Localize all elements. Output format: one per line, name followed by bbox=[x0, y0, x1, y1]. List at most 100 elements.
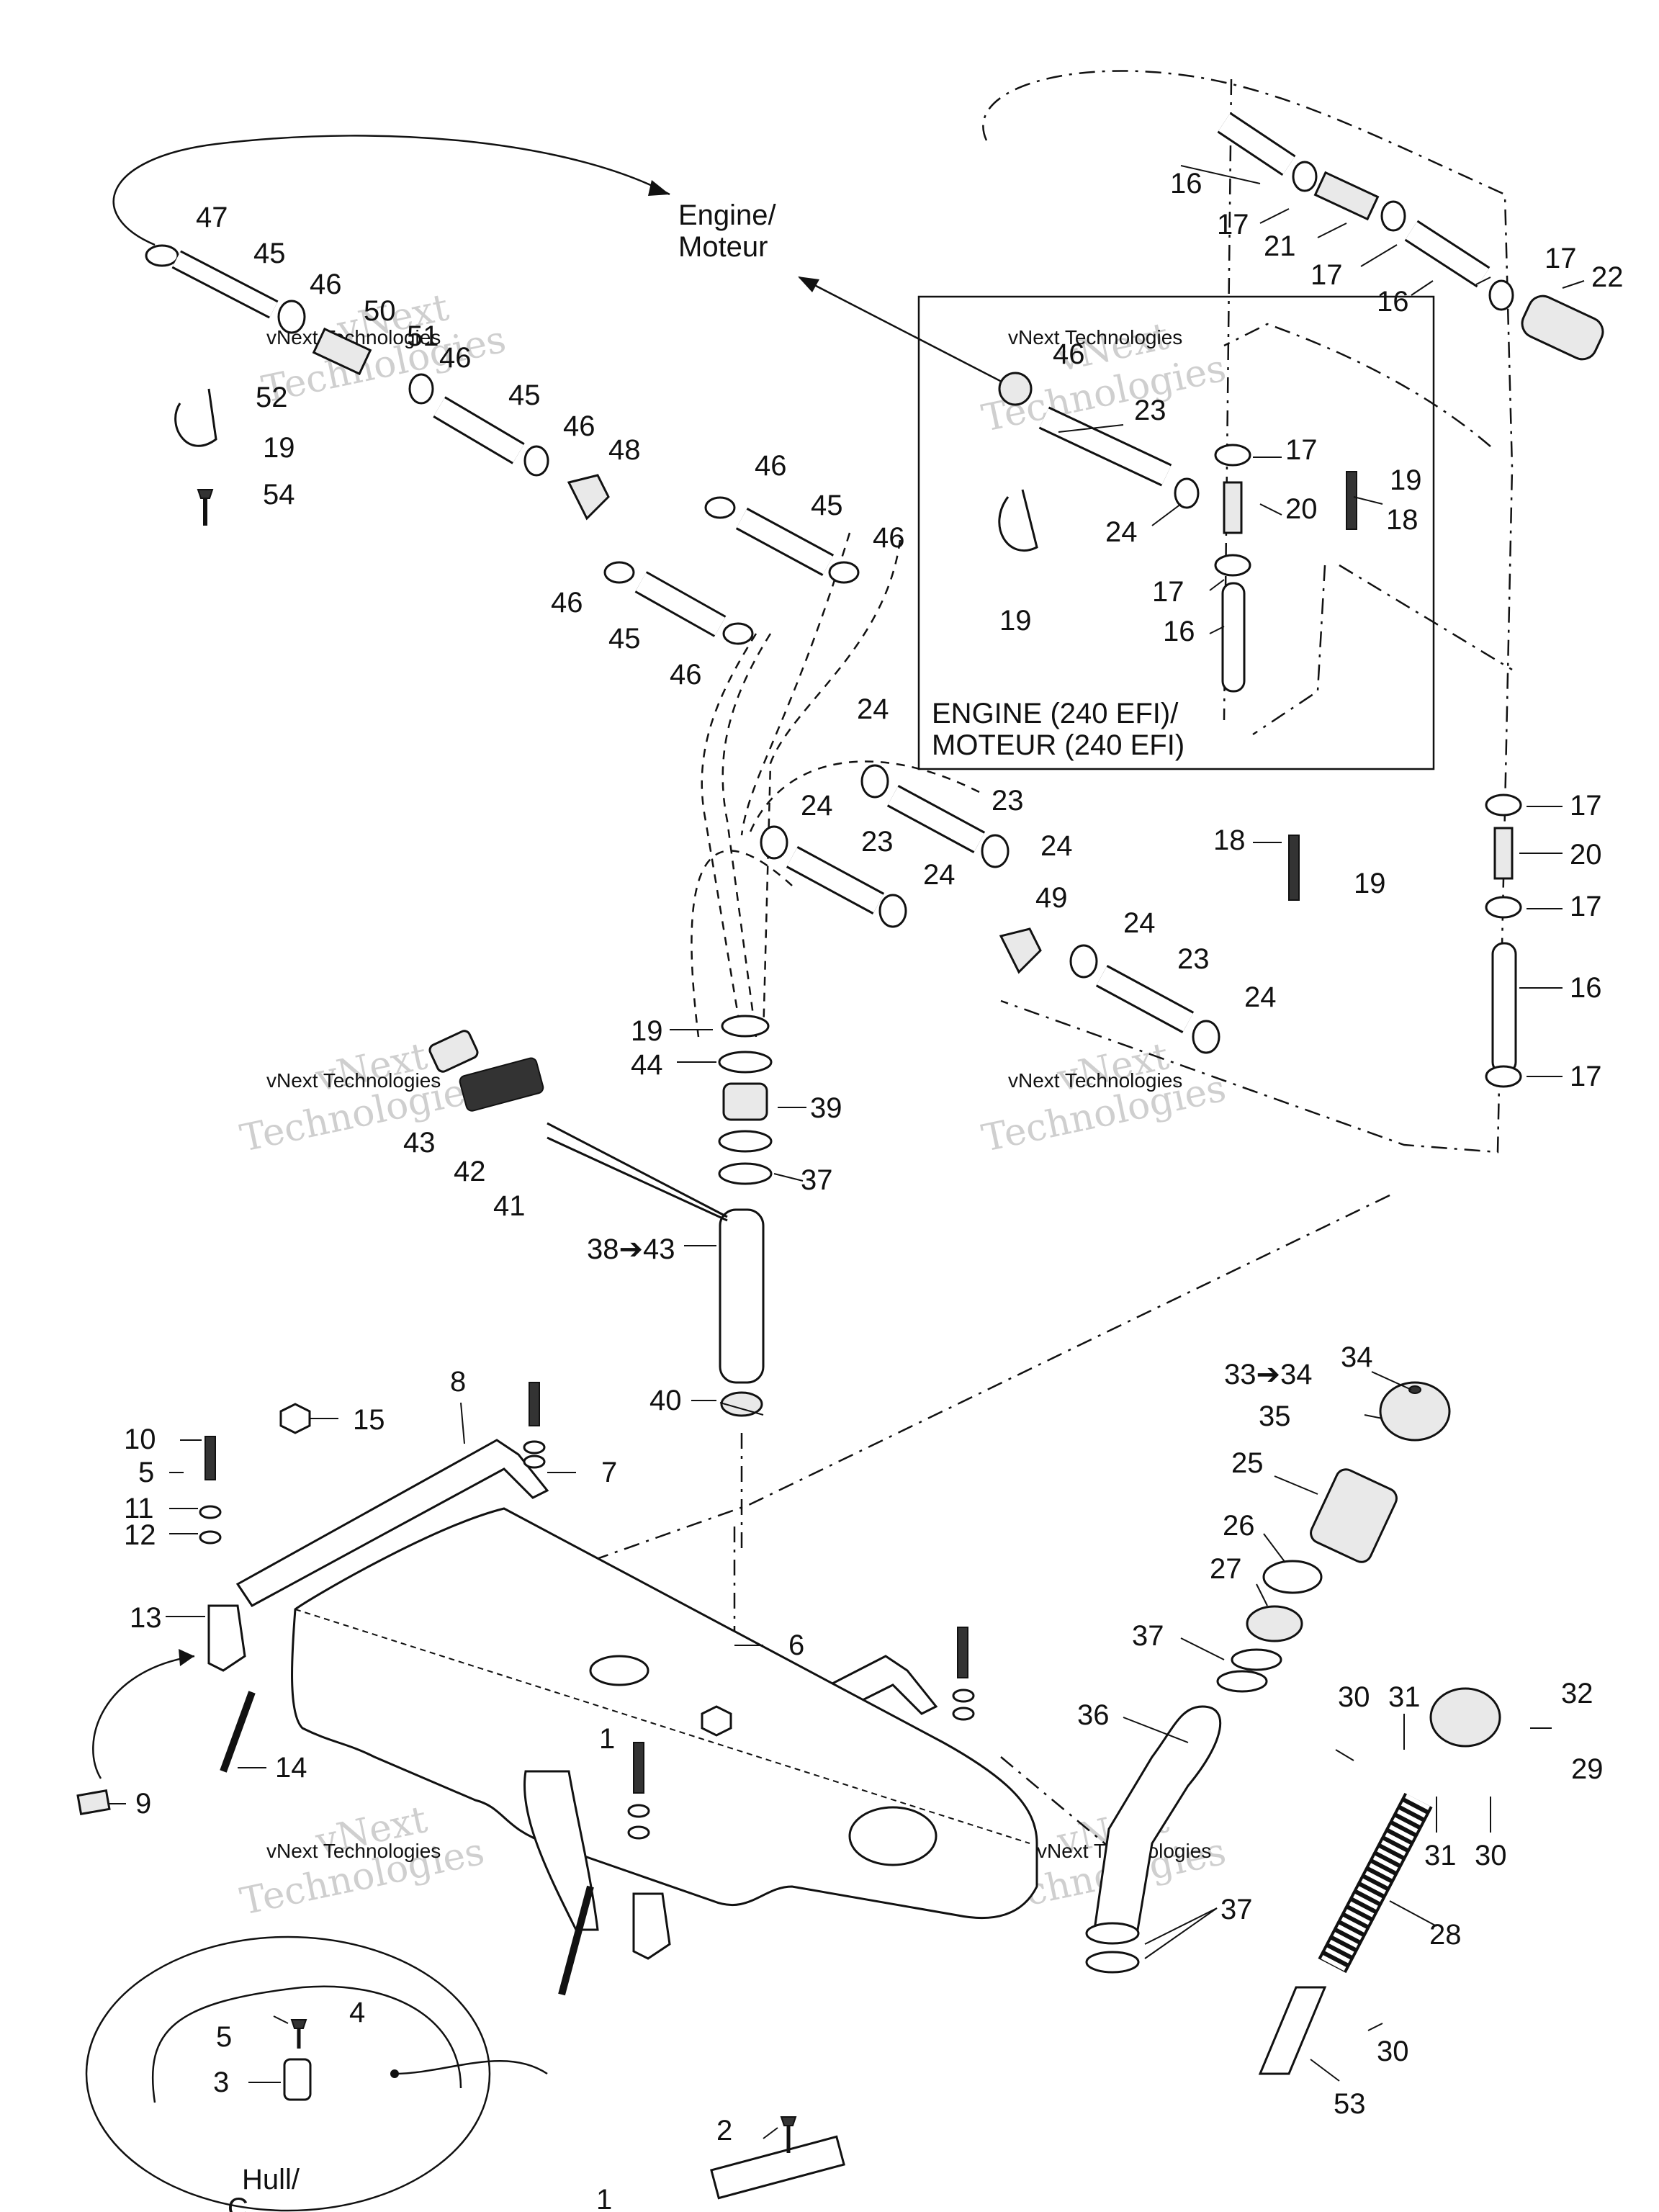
parts bbox=[76, 112, 1604, 2212]
callout-21: 21 bbox=[1264, 230, 1296, 262]
callout-17: 17 bbox=[1570, 790, 1602, 822]
clamp-46f bbox=[603, 561, 635, 584]
callout-15: 15 bbox=[353, 1404, 385, 1436]
callout-24: 24 bbox=[857, 693, 889, 725]
callout-45: 45 bbox=[608, 623, 641, 655]
callout-5: 5 bbox=[138, 1457, 154, 1488]
callout-16: 16 bbox=[1163, 616, 1195, 647]
callout-3: 3 bbox=[213, 2067, 229, 2098]
flow-arrow-240 bbox=[799, 276, 1023, 394]
callout-24: 24 bbox=[801, 790, 833, 822]
callout-8: 8 bbox=[450, 1366, 466, 1398]
callout-10: 10 bbox=[124, 1424, 156, 1455]
strap-19e bbox=[721, 1015, 770, 1038]
callout-46: 46 bbox=[310, 269, 342, 300]
connector-housing-43 bbox=[459, 1057, 544, 1112]
callout-11: 11 bbox=[124, 1493, 154, 1524]
callout-24: 24 bbox=[1123, 907, 1156, 939]
fuel-tank-6 bbox=[291, 1507, 1038, 1920]
clamp-46c bbox=[523, 445, 549, 477]
callout-22: 22 bbox=[1591, 261, 1624, 293]
clamp-24f bbox=[1069, 944, 1098, 979]
clamp-37d bbox=[1216, 1670, 1268, 1693]
clamp-37c bbox=[1231, 1648, 1282, 1671]
callout-33-34: 33➔34 bbox=[1224, 1359, 1313, 1390]
leader-lines bbox=[108, 165, 1585, 2139]
clamp-24a bbox=[1174, 477, 1200, 509]
callout-16: 16 bbox=[1570, 972, 1602, 1004]
callout-40: 40 bbox=[649, 1385, 682, 1416]
watermark-small: vNext Technologies bbox=[1008, 326, 1182, 349]
callout-46: 46 bbox=[670, 659, 702, 691]
hull-detail-circle bbox=[85, 1936, 491, 2212]
callout-30: 30 bbox=[1377, 2036, 1409, 2067]
pump-38 bbox=[719, 1208, 765, 1384]
sleeve-39 bbox=[722, 1082, 768, 1121]
callout-23: 23 bbox=[1177, 943, 1210, 975]
filter-40 bbox=[720, 1391, 763, 1417]
vent-29 bbox=[1429, 1687, 1501, 1748]
callout-38-43: 38➔43 bbox=[587, 1233, 675, 1265]
callout-36: 36 bbox=[1077, 1699, 1110, 1731]
washer-12 bbox=[199, 1530, 222, 1545]
callout-19: 19 bbox=[263, 432, 295, 464]
callout-50: 50 bbox=[364, 295, 396, 327]
callout-45: 45 bbox=[508, 379, 541, 411]
clamp-24e bbox=[878, 894, 907, 928]
callout-23: 23 bbox=[861, 826, 894, 858]
clamp-47 bbox=[145, 244, 179, 267]
hose-16c bbox=[1221, 582, 1246, 693]
callout-43: 43 bbox=[403, 1127, 436, 1159]
clamp-46 bbox=[277, 300, 306, 334]
tee-20b bbox=[1493, 827, 1514, 880]
callout-12: 12 bbox=[124, 1519, 156, 1551]
connector-43 bbox=[428, 1030, 479, 1073]
callout-13: 13 bbox=[130, 1602, 162, 1634]
clamp-46g bbox=[722, 622, 754, 645]
callout-7: 7 bbox=[601, 1457, 617, 1488]
fitting-18a bbox=[1346, 471, 1357, 530]
filler-neck-25 bbox=[1310, 1468, 1398, 1563]
engine-240-efi-inset bbox=[917, 295, 1435, 770]
clamp-17f bbox=[1485, 793, 1522, 817]
callout-24: 24 bbox=[1105, 516, 1138, 548]
callout-26: 26 bbox=[1223, 1510, 1255, 1542]
clamp-17g bbox=[1485, 896, 1522, 919]
callout-1: 1 bbox=[599, 1723, 615, 1755]
callout-24: 24 bbox=[1040, 830, 1073, 862]
connector-21 bbox=[1313, 171, 1380, 221]
bracket-13 bbox=[207, 1604, 246, 1672]
screw-4 bbox=[290, 2019, 307, 2029]
clamp-17d bbox=[1214, 444, 1251, 467]
hull-label-line1: Hull/ bbox=[242, 2164, 300, 2195]
fitting-18b bbox=[1288, 835, 1300, 901]
clamp-24b bbox=[860, 764, 889, 799]
callout-16: 16 bbox=[1170, 168, 1202, 199]
callout-29: 29 bbox=[1571, 1753, 1604, 1785]
callouts: 47 45 46 50 51 46 52 19 54 45 46 48 46 4… bbox=[124, 168, 1624, 2212]
bolt-10 bbox=[204, 1436, 216, 1480]
callout-17: 17 bbox=[1570, 1061, 1602, 1092]
engine-label-line2: Moteur bbox=[678, 231, 768, 263]
callout-2: 2 bbox=[716, 2115, 732, 2146]
clamp-37b bbox=[718, 1162, 773, 1185]
plate-1 bbox=[710, 2135, 845, 2200]
watermark-small: vNext Technologies bbox=[266, 1840, 441, 1862]
callout-44: 44 bbox=[631, 1049, 663, 1081]
engine-label-line1: Engine/ bbox=[678, 199, 777, 231]
bolt-mid bbox=[633, 1742, 644, 1794]
fill-neck-tank bbox=[589, 1655, 649, 1686]
engine-240-label-line1: ENGINE (240 EFI)/ bbox=[932, 698, 1179, 729]
callout-45: 45 bbox=[253, 238, 286, 269]
hull-label-line2: C bbox=[228, 2193, 248, 2212]
callout-17: 17 bbox=[1570, 891, 1602, 922]
callout-46: 46 bbox=[563, 410, 595, 442]
callout-19: 19 bbox=[1390, 464, 1422, 496]
watermark-small: vNext Technologies bbox=[1008, 1069, 1182, 1092]
sender-opening bbox=[848, 1806, 938, 1866]
flow-arrow-to-engine bbox=[112, 135, 670, 246]
clamp-37f bbox=[1085, 1951, 1140, 1974]
clamp-17h bbox=[1485, 1065, 1522, 1088]
arrow-9 bbox=[92, 1655, 195, 1779]
filler-hose-36 bbox=[1093, 1705, 1222, 1931]
